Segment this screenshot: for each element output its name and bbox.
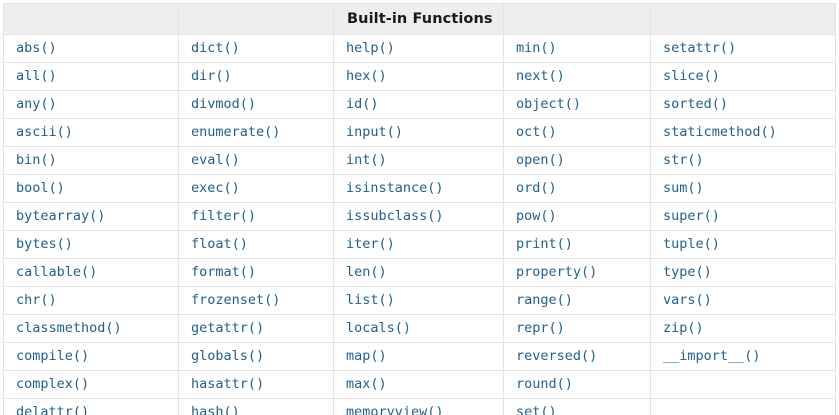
- function-cell[interactable]: open(): [503, 146, 651, 175]
- function-cell[interactable]: memoryview(): [333, 398, 504, 415]
- function-cell[interactable]: eval(): [178, 146, 334, 175]
- function-cell[interactable]: repr(): [503, 314, 651, 343]
- function-cell[interactable]: all(): [3, 62, 179, 91]
- function-cell[interactable]: bytearray(): [3, 202, 179, 231]
- table-row: all()dir()hex()next()slice(): [3, 62, 836, 91]
- function-cell[interactable]: setattr(): [650, 34, 836, 63]
- function-cell[interactable]: super(): [650, 202, 836, 231]
- table-header-row: Built-in Functions: [3, 3, 836, 35]
- function-cell[interactable]: complex(): [3, 370, 179, 399]
- table-row: callable()format()len()property()type(): [3, 258, 836, 287]
- table-row: bytes()float()iter()print()tuple(): [3, 230, 836, 259]
- empty-cell: [650, 370, 836, 399]
- function-cell[interactable]: globals(): [178, 342, 334, 371]
- function-cell[interactable]: ord(): [503, 174, 651, 203]
- function-cell[interactable]: ascii(): [3, 118, 179, 147]
- function-cell[interactable]: round(): [503, 370, 651, 399]
- function-cell[interactable]: format(): [178, 258, 334, 287]
- table-row: bin()eval()int()open()str(): [3, 146, 836, 175]
- header-cell-4: [503, 3, 651, 35]
- function-cell[interactable]: locals(): [333, 314, 504, 343]
- function-cell[interactable]: property(): [503, 258, 651, 287]
- function-cell[interactable]: hash(): [178, 398, 334, 415]
- function-cell[interactable]: sorted(): [650, 90, 836, 119]
- function-cell[interactable]: type(): [650, 258, 836, 287]
- function-cell[interactable]: int(): [333, 146, 504, 175]
- function-cell[interactable]: isinstance(): [333, 174, 504, 203]
- empty-cell: [650, 398, 836, 415]
- function-cell[interactable]: input(): [333, 118, 504, 147]
- table-row: ascii()enumerate()input()oct()staticmeth…: [3, 118, 836, 147]
- function-cell[interactable]: bool(): [3, 174, 179, 203]
- function-cell[interactable]: oct(): [503, 118, 651, 147]
- table-row: chr()frozenset()list()range()vars(): [3, 286, 836, 315]
- function-cell[interactable]: help(): [333, 34, 504, 63]
- header-cell-1: [3, 3, 179, 35]
- function-cell[interactable]: reversed(): [503, 342, 651, 371]
- function-cell[interactable]: chr(): [3, 286, 179, 315]
- function-cell[interactable]: bytes(): [3, 230, 179, 259]
- function-cell[interactable]: float(): [178, 230, 334, 259]
- function-cell[interactable]: str(): [650, 146, 836, 175]
- function-cell[interactable]: divmod(): [178, 90, 334, 119]
- function-cell[interactable]: vars(): [650, 286, 836, 315]
- function-cell[interactable]: slice(): [650, 62, 836, 91]
- table-row: complex()hasattr()max()round(): [3, 370, 836, 399]
- function-cell[interactable]: sum(): [650, 174, 836, 203]
- function-cell[interactable]: callable(): [3, 258, 179, 287]
- table-row: classmethod()getattr()locals()repr()zip(…: [3, 314, 836, 343]
- function-cell[interactable]: issubclass(): [333, 202, 504, 231]
- table-row: abs()dict()help()min()setattr(): [3, 34, 836, 63]
- function-cell[interactable]: min(): [503, 34, 651, 63]
- table-row: compile()globals()map()reversed()__impor…: [3, 342, 836, 371]
- function-cell[interactable]: hasattr(): [178, 370, 334, 399]
- function-cell[interactable]: map(): [333, 342, 504, 371]
- function-cell[interactable]: getattr(): [178, 314, 334, 343]
- function-cell[interactable]: hex(): [333, 62, 504, 91]
- function-cell[interactable]: __import__(): [650, 342, 836, 371]
- function-cell[interactable]: delattr(): [3, 398, 179, 415]
- function-cell[interactable]: compile(): [3, 342, 179, 371]
- header-cell-2: [178, 3, 334, 35]
- function-cell[interactable]: classmethod(): [3, 314, 179, 343]
- function-cell[interactable]: filter(): [178, 202, 334, 231]
- function-cell[interactable]: enumerate(): [178, 118, 334, 147]
- function-cell[interactable]: set(): [503, 398, 651, 415]
- table-row: delattr()hash()memoryview()set(): [3, 398, 836, 415]
- header-cell-5: [650, 3, 836, 35]
- builtin-functions-table: Built-in Functions abs()dict()help()min(…: [3, 3, 836, 415]
- function-cell[interactable]: next(): [503, 62, 651, 91]
- function-cell[interactable]: max(): [333, 370, 504, 399]
- function-cell[interactable]: id(): [333, 90, 504, 119]
- function-cell[interactable]: pow(): [503, 202, 651, 231]
- table-row: bool()exec()isinstance()ord()sum(): [3, 174, 836, 203]
- table-header: Built-in Functions: [3, 3, 836, 35]
- function-cell[interactable]: print(): [503, 230, 651, 259]
- function-cell[interactable]: dict(): [178, 34, 334, 63]
- function-cell[interactable]: zip(): [650, 314, 836, 343]
- function-cell[interactable]: abs(): [3, 34, 179, 63]
- function-cell[interactable]: list(): [333, 286, 504, 315]
- function-cell[interactable]: dir(): [178, 62, 334, 91]
- function-cell[interactable]: iter(): [333, 230, 504, 259]
- table-row: any()divmod()id()object()sorted(): [3, 90, 836, 119]
- function-cell[interactable]: frozenset(): [178, 286, 334, 315]
- table-row: bytearray()filter()issubclass()pow()supe…: [3, 202, 836, 231]
- function-cell[interactable]: len(): [333, 258, 504, 287]
- table-body: abs()dict()help()min()setattr()all()dir(…: [3, 34, 836, 415]
- function-cell[interactable]: tuple(): [650, 230, 836, 259]
- function-cell[interactable]: bin(): [3, 146, 179, 175]
- function-cell[interactable]: staticmethod(): [650, 118, 836, 147]
- function-cell[interactable]: object(): [503, 90, 651, 119]
- function-cell[interactable]: range(): [503, 286, 651, 315]
- function-cell[interactable]: any(): [3, 90, 179, 119]
- table-title: Built-in Functions: [333, 3, 504, 35]
- function-cell[interactable]: exec(): [178, 174, 334, 203]
